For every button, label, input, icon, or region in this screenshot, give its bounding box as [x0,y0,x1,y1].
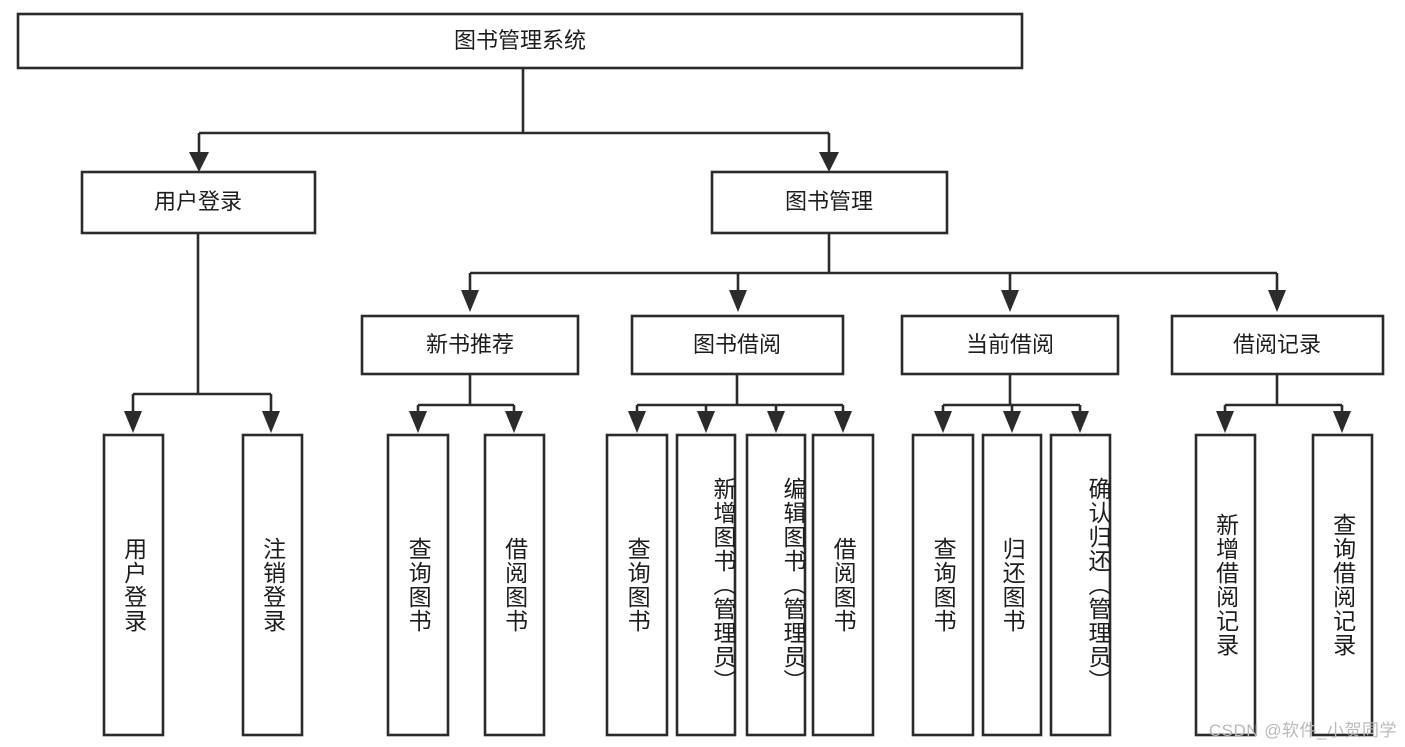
arrow-head-cb-query-book [934,411,952,433]
node-borrow-record-box[interactable] [1170,314,1385,376]
arrow-head-current-borrow [1001,290,1019,312]
arrow-head-cb-confirm-return [1071,411,1089,433]
arrow-head-leaf-logout [262,411,280,433]
leaf-box-cb-query-book[interactable] [911,433,975,737]
arrow-head-bb-borrow-book [834,411,852,433]
arrow-head-cb-return-book [1003,411,1021,433]
arrow-head-book-mgmt [819,152,839,172]
node-borrow-record[interactable]: 借阅记录 [1170,314,1385,376]
node-current-borrow-label: 当前借阅 [966,332,1054,357]
node-root-label: 图书管理系统 [454,28,586,53]
watermark-text: CSDN @软件_小贺同学 [1208,721,1397,740]
leaf-box-bb-edit-book[interactable] [745,433,807,737]
arrow-head-user-login [189,152,209,172]
node-book-borrow-box[interactable] [630,314,845,376]
node-user-login-label: 用户登录 [154,189,242,214]
node-book-management-box[interactable] [710,170,949,235]
leaf-box-br-add-record[interactable] [1194,433,1257,737]
node-new-book-recommend-box[interactable] [360,314,580,376]
leaf-box-nbr-query-book[interactable] [386,433,450,737]
node-book-borrow[interactable]: 图书借阅 [630,314,845,376]
arrow-head-leaf-user-login [124,411,142,433]
arrow-head-nbr-query-book [409,411,427,433]
node-root[interactable]: 图书管理系统 [16,12,1024,70]
leaf-box-bb-add-book[interactable] [675,433,737,737]
node-current-borrow[interactable]: 当前借阅 [900,314,1120,376]
arrow-head-book-borrow [729,290,747,312]
leaf-box-nbr-borrow-book[interactable] [483,433,546,737]
node-book-management-label: 图书管理 [785,189,873,214]
leaf-box-br-query-record[interactable] [1311,433,1374,737]
node-borrow-record-label: 借阅记录 [1233,332,1321,357]
node-user-login[interactable]: 用户登录 [80,170,317,235]
node-current-borrow-box[interactable] [900,314,1120,376]
leaf-box-logout[interactable] [241,433,304,737]
leaf-box-bb-query-book[interactable] [605,433,669,737]
arrow-head-bb-query-book [628,411,646,433]
node-new-book-recommend[interactable]: 新书推荐 [360,314,580,376]
node-book-management[interactable]: 图书管理 [710,170,949,235]
arrow-head-br-add-record [1216,411,1234,433]
arrow-head-new-book-rec [461,290,479,312]
arrow-head-borrow-record [1268,290,1286,312]
leaf-box-bb-borrow-book[interactable] [811,433,875,737]
node-new-book-recommend-label: 新书推荐 [426,332,514,357]
arrow-head-br-query-record [1333,411,1351,433]
arrow-head-bb-edit-book [767,411,785,433]
leaf-box-user-login[interactable] [102,433,165,737]
leaf-box-cb-confirm-return[interactable] [1049,433,1112,737]
arrow-head-bb-add-book [697,411,715,433]
node-book-borrow-label: 图书借阅 [693,332,781,357]
leaf-box-cb-return-book[interactable] [981,433,1043,737]
arrow-head-nbr-borrow-book [505,411,523,433]
node-root-box[interactable] [16,12,1024,70]
